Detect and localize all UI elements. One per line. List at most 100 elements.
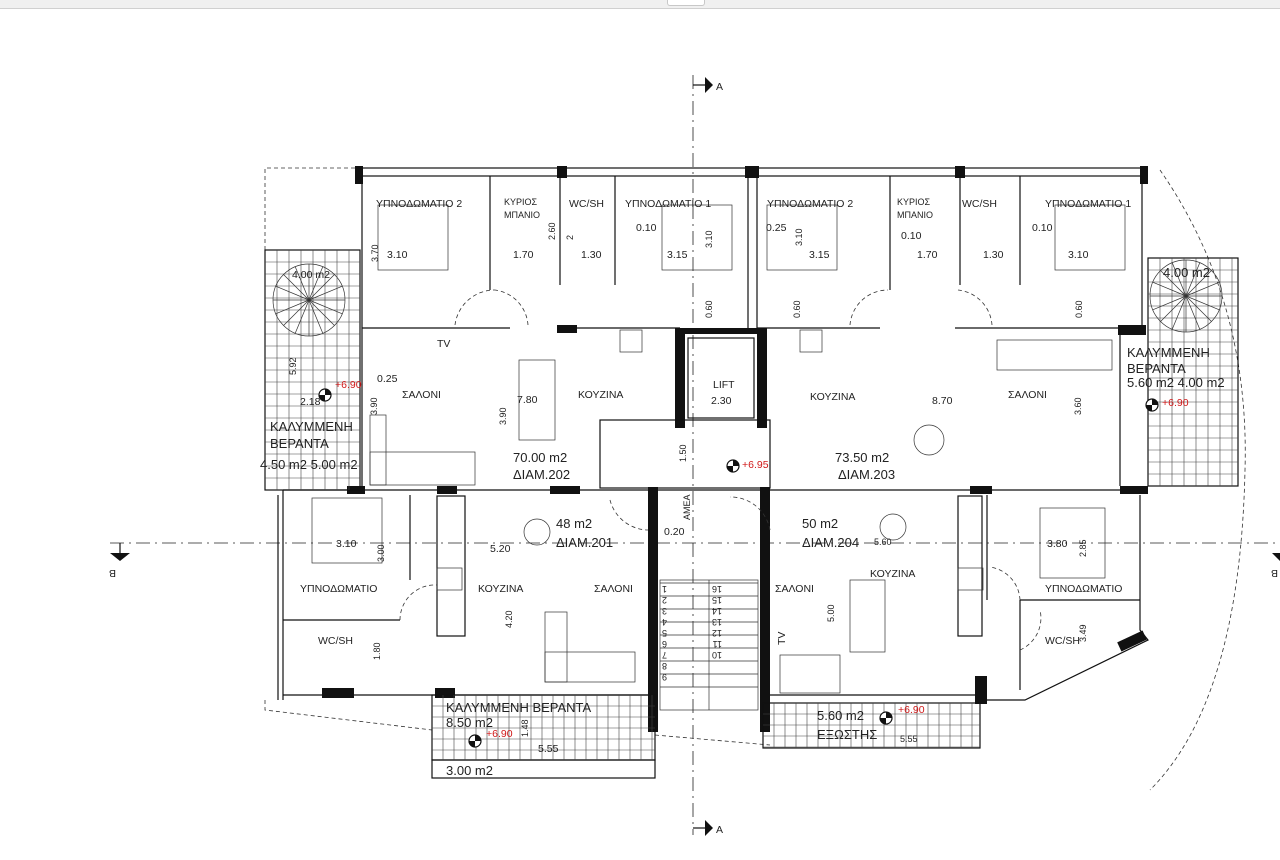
apartment-203-bedroom-1-label: ΥΠΝΟΔΩΜΑΤΙΟ 1 [1045,198,1131,210]
apartment-202-dims-0-label: 3.10 [387,249,408,261]
apartment-202-dims-9-label: 0.25 [377,373,398,385]
apartment-203-dims-5-label: 0.10 [1032,222,1053,234]
section-marker-a-top [693,77,713,93]
apartment-204-dims-2-label: 3.80 [1047,538,1068,550]
veranda-bottom-left [431,694,656,779]
apartment-201-dims-0-label: 3.10 [336,538,357,550]
apartment-204-balcony-area-label: 5.60 m2 [817,708,864,723]
apartment-201-wc-label: WC/SH [318,635,353,647]
apartment-202-kitchen-label: ΚΟΥΖΙΝΑ [578,389,623,401]
level-marker-icon [726,459,740,473]
apartment-202-dims-8-label: 5.92 [288,357,298,375]
apartment-202-master-bath-1-label: ΚΥΡΙΟΣ [504,197,538,207]
apartment-202-tv-label: TV [437,338,450,350]
veranda-left [264,249,361,491]
apartment-201-dims-6-label: 1.48 [520,719,530,737]
apartment-201-dims-5-label: 5.55 [538,743,559,755]
apartment-203-dims-8-label: 0.60 [792,300,802,318]
apartment-203-dims-6-label: 3.10 [1068,249,1089,261]
level-marker-icon [318,388,332,402]
apartment-202-name-label: ΔΙΑΜ.202 [513,467,570,482]
core-disabled-label: ΑΜΕΑ [682,494,692,520]
section-markers-b-right-label: B [1271,567,1278,579]
apartment-203-kitchen-label: ΚΟΥΖΙΝΑ [810,391,855,403]
stairs-steps-left-1-label: 2 [662,595,667,605]
apartment-202-bedroom-2-label: ΥΠΝΟΔΩΜΑΤΙΟ 2 [376,198,462,210]
apartment-203-living-label: ΣΑΛΟΝΙ [1008,389,1047,401]
apartment-203-dims-11-label: 3.60 [1073,397,1083,415]
browser-tab[interactable] [667,0,705,6]
apartment-202-veranda-area-label: 4.50 m2 5.00 m2 [260,457,358,472]
stairs-steps-right-2-label: 14 [712,606,722,616]
apartment-204-dims-5-label: 5.55 [900,734,918,744]
level-marker-icon [468,734,482,748]
walls [277,166,1149,732]
apartment-203-dims-9-label: 0.60 [1074,300,1084,318]
apartment-202-master-bath-2-label: ΜΠΑΝΙΟ [504,210,540,220]
staircase [659,579,759,711]
apartment-202-area-label: 70.00 m2 [513,450,567,465]
stairs-steps-left-6-label: 7 [662,650,667,660]
apartment-201-living-label: ΣΑΛΟΝΙ [594,583,633,595]
apartment-203-level-label: +6.90 [1162,397,1189,409]
apartment-202-dims-14-label: 2.60 [547,222,557,240]
apartment-204-balcony-label: ΕΞΩΣΤΗΣ [817,727,877,742]
stairs-steps-right-0-label: 16 [712,584,722,594]
apartment-203-dims-3-label: 1.70 [917,249,938,261]
core-lift-width-label: 2.30 [711,395,732,407]
apartment-203-veranda-area-label: 5.60 m2 4.00 m2 [1127,375,1225,390]
apartment-201-level-label: +6.90 [486,728,513,740]
apartment-201-name-label: ΔΙΑΜ.201 [556,535,613,550]
apartment-203-wc-label: WC/SH [962,198,997,210]
apartment-204-name-label: ΔΙΑΜ.204 [802,535,859,550]
apartment-202-dims-10-label: 2.18 [300,396,321,408]
apartment-202-veranda-2-label: ΒΕΡΑΝΤΑ [270,436,329,451]
stairs-steps-left-8-label: 9 [662,672,667,682]
apartment-202-level-label: +6.90 [335,379,362,391]
apartment-201-kitchen-label: ΚΟΥΖΙΝΑ [478,583,523,595]
stairs-steps-right-1-label: 15 [712,595,722,605]
apartment-202-bedroom-1-label: ΥΠΝΟΔΩΜΑΤΙΟ 1 [625,198,711,210]
apartment-203-name-label: ΔΙΑΜ.203 [838,467,895,482]
apartment-204-dims-4-label: 3.49 [1078,624,1088,642]
apartment-203-master-bath-2-label: ΜΠΑΝΙΟ [897,210,933,220]
section-markers-a-top-label: A [716,81,723,93]
apartment-204-dims-0-label: 5.60 [874,537,892,547]
core-lift-label: LIFT [713,379,735,391]
furniture [311,204,1126,694]
apartment-203-dims-4-label: 1.30 [983,249,1004,261]
apartment-203-area-label: 73.50 m2 [835,450,889,465]
level-marker-icon [1145,398,1159,412]
stairs-steps-right-4-label: 12 [712,628,722,638]
section-marker-b-right [1272,553,1280,561]
apartment-203-dims-7-label: 3.10 [794,228,804,246]
apartment-204-bedroom-label: ΥΠΝΟΔΩΜΑΤΙΟ [1045,583,1122,595]
apartment-204-dims-3-label: 2.85 [1078,539,1088,557]
apartment-202-dims-7-label: 0.60 [704,300,714,318]
stairs-steps-left-7-label: 8 [662,661,667,671]
apartment-202-dims-2-label: 1.30 [581,249,602,261]
apartment-202-dims-15-label: 2 [565,235,575,240]
doors [399,289,1042,651]
core-level-label: +6.95 [742,459,769,471]
browser-top-bar [0,0,1280,9]
apartment-201-veranda-area-label: 8.50 m2 [446,715,493,730]
apartment-202-dims-1-label: 1.70 [513,249,534,261]
apartment-202-dims-13-label: 3.90 [498,407,508,425]
apartment-201-dims-1-label: 3.00 [376,544,386,562]
apartment-201-veranda-label: ΚΑΛΥΜΜΕΝΗ ΒΕΡΑΝΤΑ [446,700,592,715]
apartment-203-dims-1-label: 3.15 [809,249,830,261]
veranda-right [1147,257,1239,487]
apartment-202-stair-area-label: 4.00 m2 [292,269,330,281]
stairs-steps-right-3-label: 13 [712,617,722,627]
apartment-202-dims-6-label: 3.10 [704,230,714,248]
stairs-steps-left-3-label: 4 [662,617,667,627]
core-corridor-label: 1.50 [678,444,688,462]
apartment-202-dims-5-label: 3.70 [370,244,380,262]
apartment-204-kitchen-label: ΚΟΥΖΙΝΑ [870,568,915,580]
level-marker-icon [879,711,893,725]
stairs-steps-left-4-label: 5 [662,628,667,638]
stairs-steps-left-2-label: 3 [662,606,667,616]
